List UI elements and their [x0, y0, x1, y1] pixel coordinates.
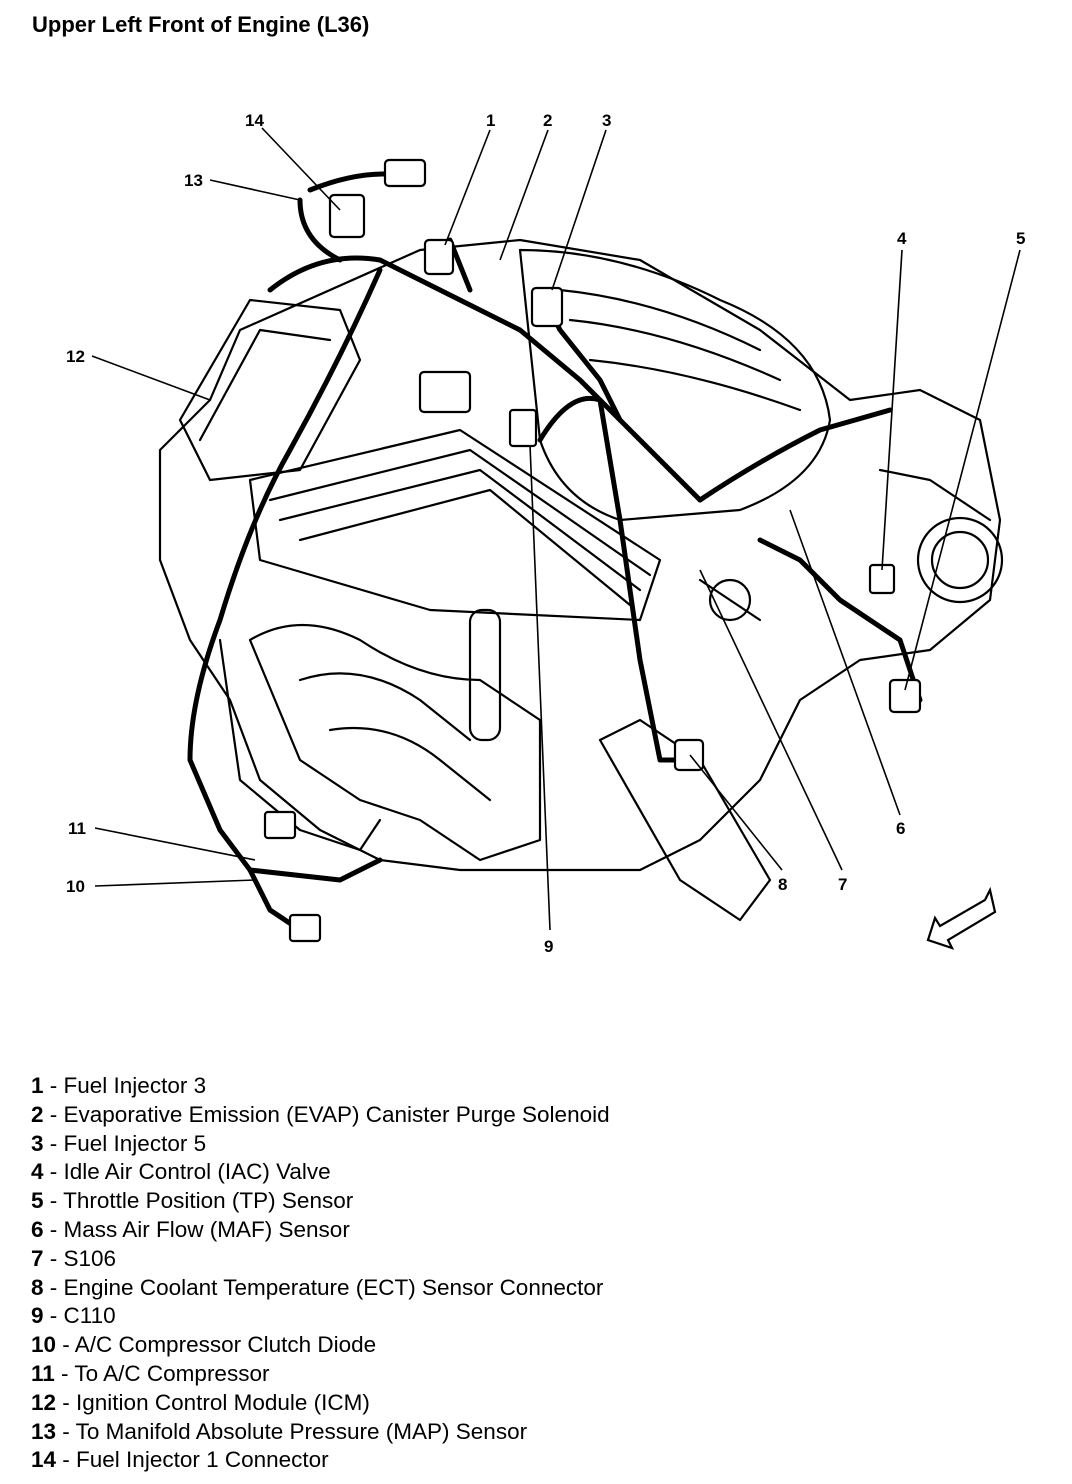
legend-item: 6 - Mass Air Flow (MAF) Sensor [31, 1216, 350, 1242]
tp-sensor-connector [888, 678, 922, 714]
legend-item: 8 - Engine Coolant Temperature (ECT) Sen… [31, 1274, 604, 1300]
callout-4: 4 [897, 229, 907, 248]
legend-label: S106 [63, 1245, 117, 1271]
callout-11: 11 [68, 819, 86, 838]
legend-item: 7 - S106 [31, 1245, 117, 1271]
front-direction-arrow [926, 886, 997, 950]
legend-number: 14 [31, 1447, 57, 1473]
legend-number: 12 [31, 1389, 57, 1415]
page-title: Upper Left Front of Engine (L36) [32, 12, 370, 37]
callout-labels: 1 2 3 4 5 6 7 8 9 10 11 12 13 14 [66, 111, 1025, 956]
legend-label: Throttle Position (TP) Sensor [63, 1188, 354, 1214]
engine-block-outline [158, 238, 1004, 922]
callout-9: 9 [544, 937, 553, 956]
callout-13: 13 [184, 171, 203, 190]
engine-diagram: 1 2 3 4 5 6 7 8 9 10 11 12 13 14 [66, 111, 1025, 956]
legend-label: Fuel Injector 3 [63, 1073, 207, 1098]
legend-number: 13 [31, 1418, 57, 1444]
injector-body [418, 370, 472, 414]
callout-14: 14 [245, 111, 264, 130]
legend-item: 12 - Ignition Control Module (ICM) [31, 1389, 370, 1415]
legend-label: C110 [63, 1303, 116, 1329]
callout-12: 12 [66, 347, 85, 366]
legend-item: 9 - C110 [31, 1303, 116, 1329]
legend-item: 3 - Fuel Injector 5 [31, 1130, 207, 1156]
callout-8: 8 [778, 875, 787, 894]
legend-item: 13 - To Manifold Absolute Pressure (MAP)… [31, 1418, 528, 1444]
callout-10: 10 [66, 877, 85, 896]
legend-number: 9 [31, 1303, 44, 1329]
ac-compressor-connector [263, 810, 297, 840]
legend-item: 14 - Fuel Injector 1 Connector [31, 1447, 329, 1473]
legend-label: Engine Coolant Temperature (ECT) Sensor … [63, 1274, 604, 1300]
component-legend: 1 - Fuel Injector 3 2 - Evaporative Emis… [31, 1072, 610, 1475]
legend-number: 6 [31, 1216, 44, 1242]
connectors [263, 158, 922, 943]
legend-label: To Manifold Absolute Pressure (MAP) Sens… [75, 1418, 528, 1444]
callout-6: 6 [896, 819, 905, 838]
ac-diode-connector [288, 913, 322, 943]
legend-label: To A/C Compressor [74, 1360, 270, 1386]
callout-7: 7 [838, 875, 847, 894]
legend-label: Evaporative Emission (EVAP) Canister Pur… [63, 1101, 610, 1127]
legend-number: 2 [31, 1101, 44, 1127]
callout-1: 1 [486, 111, 495, 130]
callout-2: 2 [543, 111, 552, 130]
legend-label: Fuel Injector 1 Connector [76, 1447, 329, 1473]
legend-number: 11 [31, 1360, 55, 1386]
fuel-injector-3-connector [423, 238, 455, 276]
legend-item: 11 - To A/C Compressor [31, 1360, 270, 1386]
legend-item: 2 - Evaporative Emission (EVAP) Canister… [31, 1101, 610, 1127]
legend-number: 1 [31, 1073, 44, 1098]
fuel-injector-5-connector [530, 286, 564, 328]
legend-number: 7 [31, 1245, 44, 1271]
legend-label: Idle Air Control (IAC) Valve [63, 1159, 331, 1185]
legend-number: 8 [31, 1274, 44, 1300]
legend-number: 5 [31, 1188, 44, 1214]
leader-lines [91, 127, 1021, 931]
evap-solenoid [508, 408, 538, 448]
legend-label: Mass Air Flow (MAF) Sensor [63, 1216, 350, 1242]
legend-item: 4 - Idle Air Control (IAC) Valve [31, 1159, 331, 1185]
map-sensor-connector [383, 158, 427, 188]
legend-label: Ignition Control Module (ICM) [76, 1389, 370, 1415]
callout-3: 3 [602, 111, 611, 130]
legend-label: A/C Compressor Clutch Diode [74, 1332, 377, 1358]
legend-number: 4 [31, 1159, 44, 1185]
legend-number: 10 [31, 1332, 57, 1358]
legend-item: 10 - A/C Compressor Clutch Diode [31, 1332, 377, 1358]
fuel-injector-1-connector [328, 193, 366, 239]
legend-number: 3 [31, 1130, 44, 1156]
legend-item: 5 - Throttle Position (TP) Sensor [31, 1188, 354, 1214]
legend-label: Fuel Injector 5 [63, 1130, 207, 1156]
legend-item: 1 - Fuel Injector 3 [31, 1073, 207, 1098]
callout-5: 5 [1016, 229, 1025, 248]
